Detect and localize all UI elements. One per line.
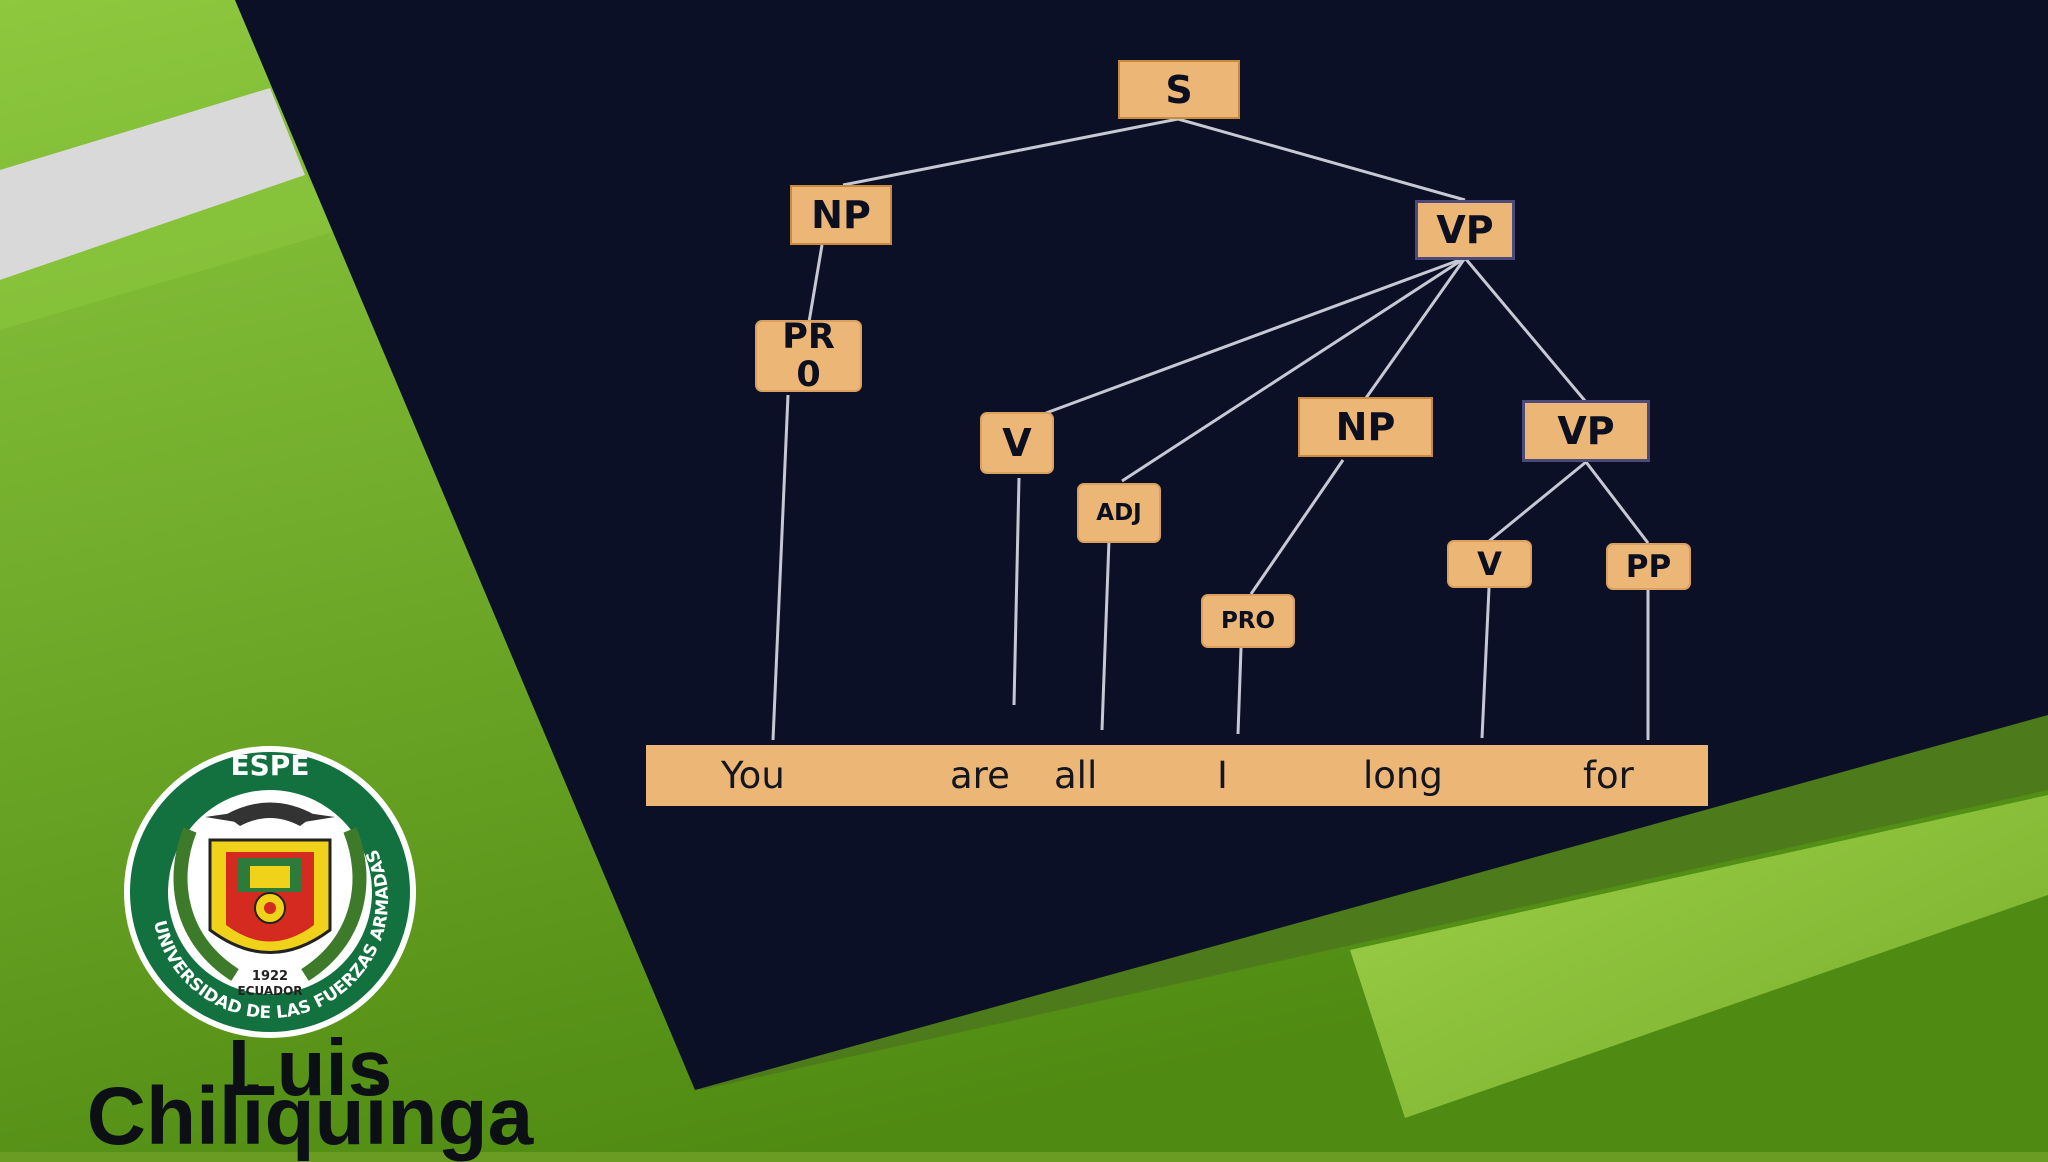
word-long: long [1363,754,1443,797]
logo-country: ECUADOR [237,984,302,998]
node-vp: VP [1415,200,1515,260]
node-s: S [1118,60,1240,119]
dark-panel [235,0,2048,1090]
logo-top-text: ESPE [231,749,310,782]
node-np-inner: NP [1298,397,1433,457]
node-v-inner: V [1447,540,1532,588]
logo-year: 1922 [252,969,288,984]
node-pp: PP [1606,543,1691,590]
word-for: for [1583,754,1634,797]
node-adj: ADJ [1077,483,1161,543]
espe-logo [124,746,416,1038]
green-stripe [0,175,340,330]
word-all: all [1054,754,1098,797]
node-v-main: V [980,412,1054,474]
sentence-bar [646,745,1708,806]
node-pro-inner: PRO [1201,594,1295,648]
node-vp-inner: VP [1522,400,1650,462]
node-np: NP [790,185,892,245]
grey-stripe [0,88,305,280]
author-first-name: Luis [227,1023,393,1112]
node-pro-top: PR 0 [755,317,862,394]
word-are: are [950,754,1010,797]
word-you: You [721,754,785,797]
tree-edges [771,117,1650,741]
word-i: I [1217,754,1228,797]
author-last-name: Chiliquinga [86,1071,534,1162]
light-green-band [1350,795,2048,1118]
